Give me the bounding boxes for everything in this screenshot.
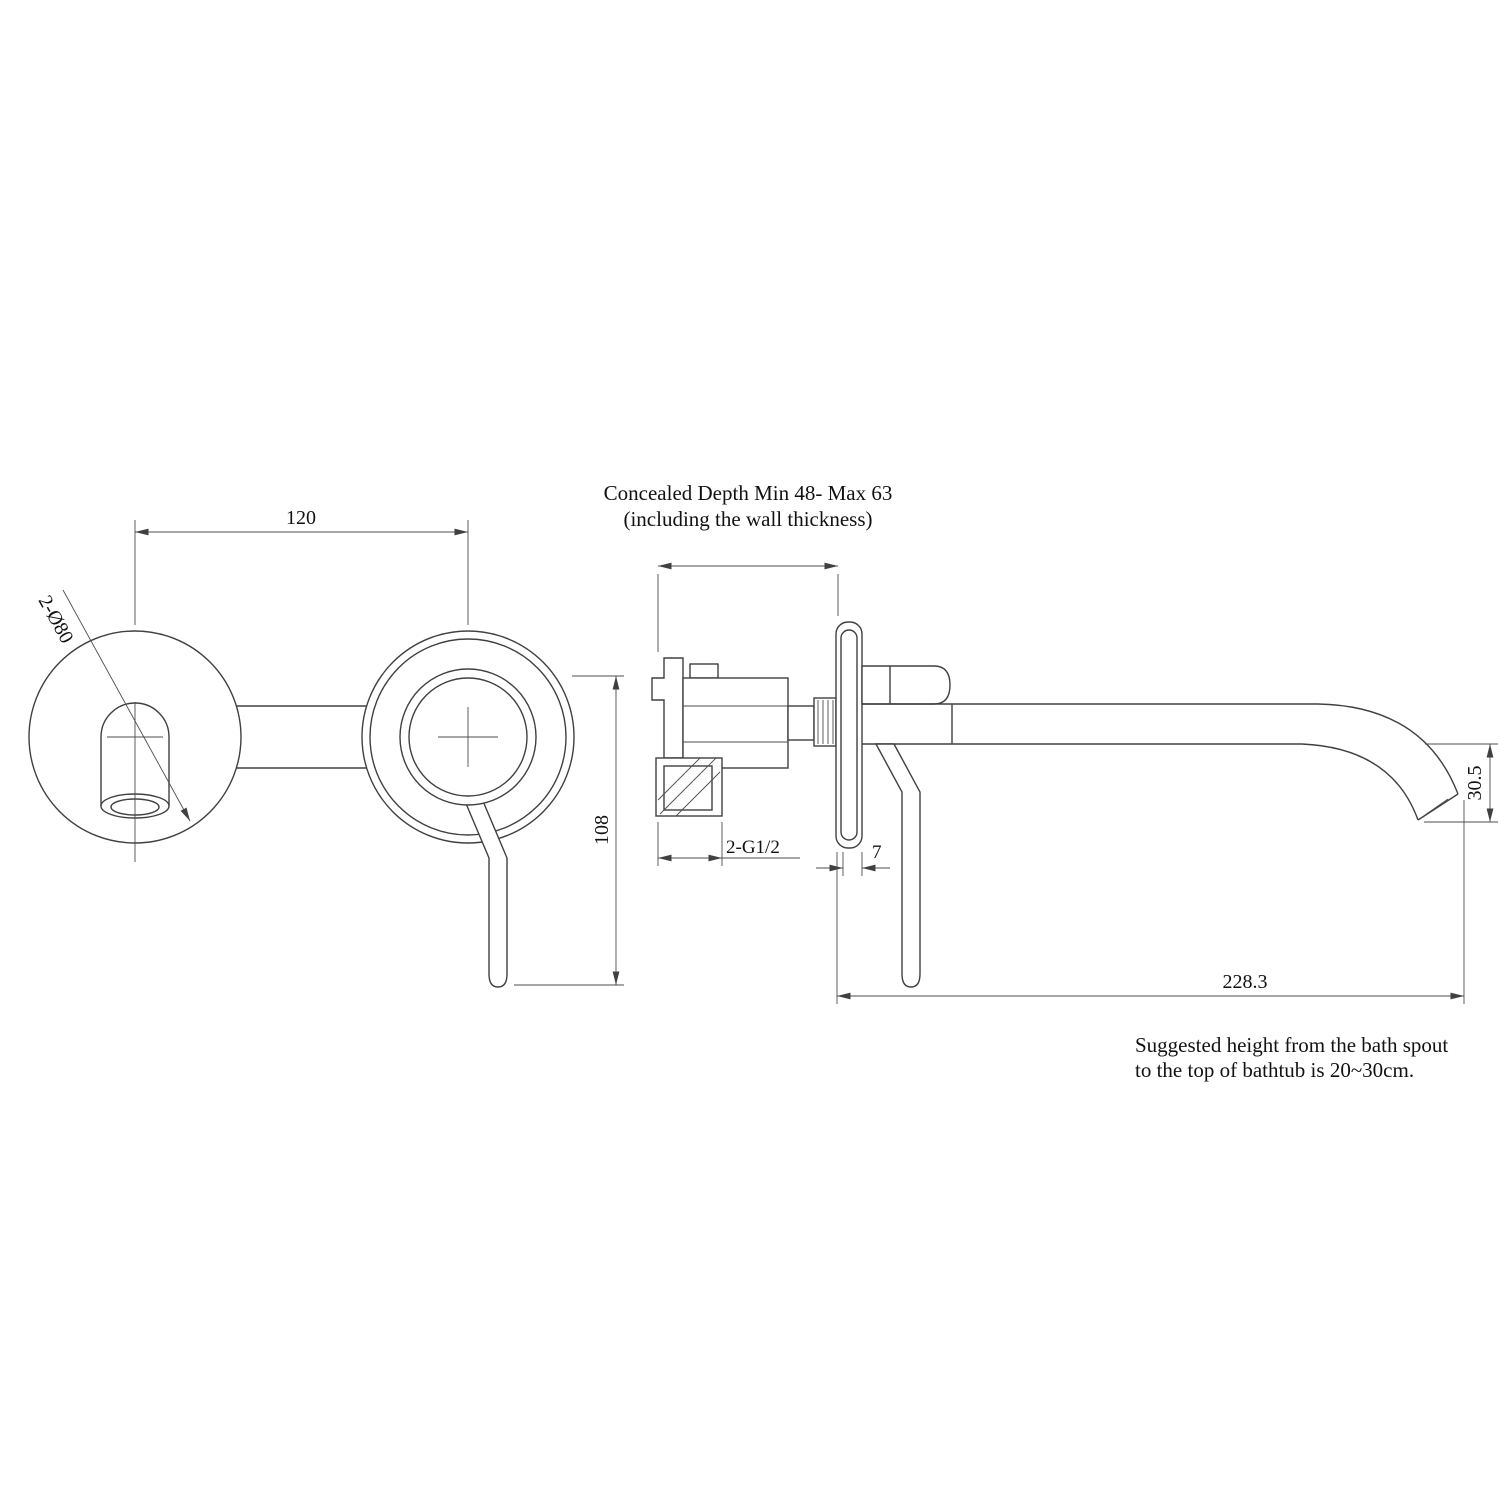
connector-stub [787, 705, 815, 741]
spout-tip-inner-line [1424, 798, 1449, 816]
dim-diameter-leader [62, 589, 191, 822]
concealed-depth-note-line1: Concealed Depth Min 48- Max 63 [604, 481, 893, 505]
wall-plate-side [835, 621, 863, 849]
suggestion-note: Suggested height from the bath spout to … [1135, 1033, 1448, 1082]
handle-lever-front [457, 786, 508, 988]
dim-305-label: 30.5 [1464, 766, 1486, 801]
wall-plate-side-inner [840, 629, 858, 841]
spout-tip-face [1417, 793, 1459, 821]
dim-diameter-label: 2-Ø80 [34, 592, 78, 647]
dim-120-label: 120 [286, 507, 316, 529]
front-view [28, 630, 575, 988]
dim-2283-label: 228.3 [1223, 971, 1268, 993]
inlet-hatch-line [675, 771, 721, 817]
inlet-hatch-line [659, 757, 717, 815]
inlet-block-inner [663, 765, 713, 811]
handle-escutcheon-inner-ring [369, 638, 567, 836]
spout-tube-top [862, 703, 1459, 795]
suggestion-note-line2: to the top of bathtub is 20~30cm. [1135, 1058, 1414, 1082]
dim-108-label: 108 [591, 815, 613, 845]
inlet-hatch-line [657, 757, 701, 801]
side-view [651, 621, 1459, 988]
side-view-dimensions: Concealed Depth Min 48- Max 63 (includin… [604, 481, 1498, 1004]
valve-body [682, 677, 789, 769]
inlet-block [655, 757, 723, 817]
dim-g12-label: 2-G1/2 [726, 837, 780, 858]
handle-cap-inner-circle [408, 677, 528, 797]
valve-bracket [651, 657, 684, 759]
handle-lever-side [874, 743, 921, 988]
valve-top-step [689, 663, 719, 679]
suggestion-note-line1: Suggested height from the bath spout [1135, 1033, 1448, 1057]
concealed-depth-note-line2: (including the wall thickness) [623, 507, 872, 531]
dim-7-label: 7 [872, 842, 882, 863]
spout-tube-bottom [862, 743, 1419, 821]
handle-base-side [861, 665, 951, 705]
